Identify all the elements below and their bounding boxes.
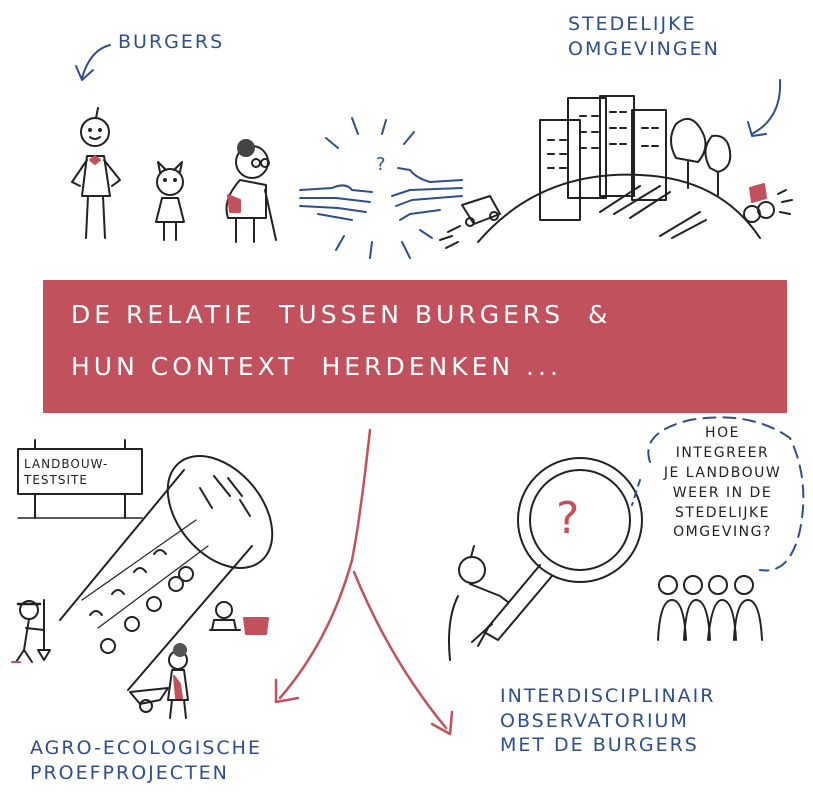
man-figure [71, 107, 121, 239]
sign-line1: LANDBOUW- [24, 457, 109, 471]
svg-text:?: ? [376, 154, 386, 175]
burgers-label: BURGERS [118, 31, 225, 53]
obs-label-line1: INTERDISCIPLINAIR [500, 685, 716, 707]
gardener-figure [209, 601, 269, 635]
bubble-line: HOE [705, 425, 740, 441]
agro-label-line1: AGRO-ECOLOGISCHE [30, 737, 262, 759]
banner-line1: DE RELATIE TUSSEN BURGERS & [71, 300, 612, 329]
handshake-hands [299, 117, 463, 259]
banner-line2: HUN CONTEXT HERDENKEN ... [71, 352, 562, 381]
urban-label-line2: OMGEVINGEN [568, 37, 720, 60]
testsite-sign-text: LANDBOUW- TESTSITE [24, 456, 134, 488]
urban-environments-label: STEDELIJKE OMGEVINGEN [568, 12, 720, 61]
observatory-label: INTERDISCIPLINAIR OBSERVATORIUM MET DE B… [500, 684, 715, 758]
magnifier-scene [448, 457, 643, 661]
farmer-figure [11, 599, 51, 663]
urban-cityscape [439, 95, 793, 249]
citizen-group [657, 575, 763, 641]
thought-bubble-text: HOE INTEGREER JE LANDBOUW WEER IN DE STE… [645, 424, 800, 543]
bubble-line: WEER IN DE [672, 484, 773, 501]
burgers-arrow [81, 44, 111, 79]
urban-label-line1: STEDELIJKE [568, 13, 697, 35]
bubble-line: STEDELIJKE [675, 504, 770, 521]
child-figure [155, 161, 185, 241]
bubble-line: JE LANDBOUW [663, 464, 782, 481]
grandmother-figure [225, 139, 277, 243]
bubble-line: INTEGREER [675, 444, 770, 461]
landbouw-sign [17, 439, 143, 519]
title-banner: DE RELATIE TUSSEN BURGERS & HUN CONTEXT … [43, 280, 787, 413]
thought-bubble [647, 416, 805, 572]
wheelbarrow-figure [129, 643, 189, 719]
greenhouse-tunnel [59, 455, 274, 691]
urban-arrow [751, 79, 782, 135]
obs-label-line3: MET DE BURGERS [500, 734, 699, 757]
sign-line2: TESTSITE [24, 473, 88, 488]
bubble-line: OMGEVING? [673, 524, 772, 541]
handshake-question-mark: ? [376, 154, 386, 175]
agro-ecological-label: AGRO-ECOLOGISCHE PROEFPROJECTEN [30, 736, 262, 785]
branching-arrow [274, 428, 454, 736]
magnifier-question-mark: ? [556, 493, 580, 544]
obs-label-line2: OBSERVATORIUM [500, 709, 689, 732]
agro-label-line2: PROEFPROJECTEN [30, 761, 229, 784]
